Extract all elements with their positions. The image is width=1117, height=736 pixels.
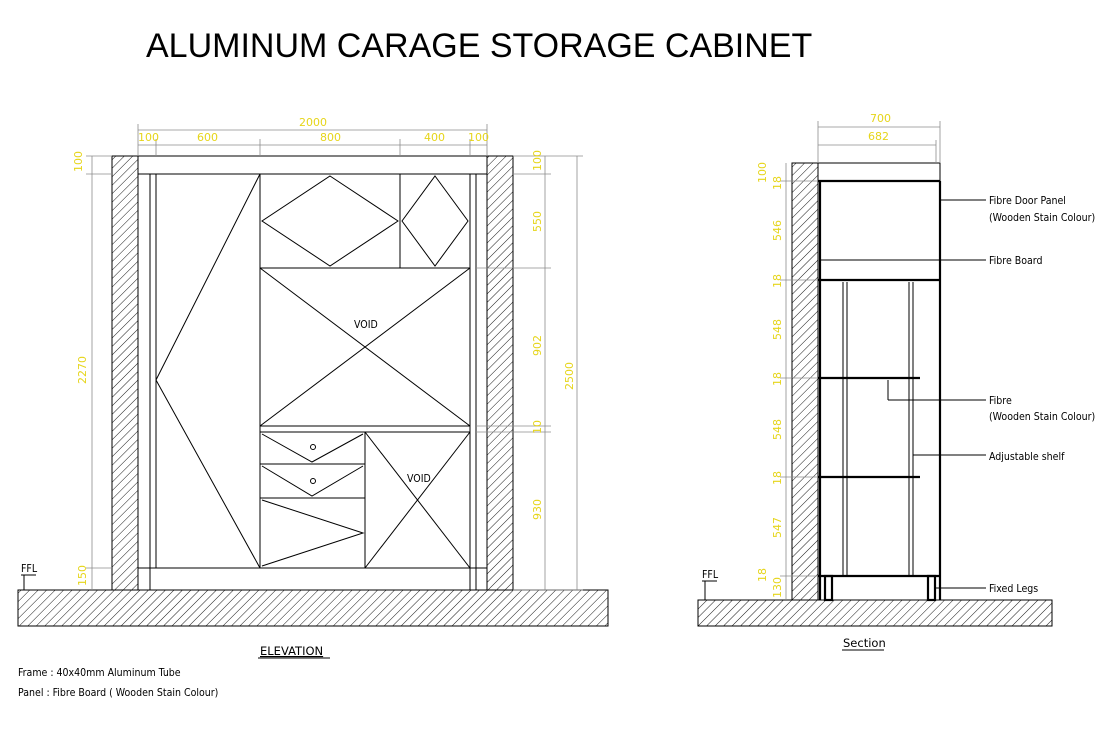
dim-left-bottom: 150 xyxy=(76,565,89,586)
dim-top-4: 400 xyxy=(424,131,445,144)
section-left-dimensions: 100 18 546 18 548 18 548 18 547 18 130 xyxy=(756,162,818,600)
section-dim-5: 548 xyxy=(771,319,784,340)
section-caption: Section xyxy=(843,636,886,650)
elevation-top-dimensions: 2000 100 600 800 400 100 xyxy=(137,116,489,156)
section-dim-overall-width: 700 xyxy=(870,112,891,125)
section-dim-1: 100 xyxy=(756,162,769,183)
elevation-ffl-marker: FFL xyxy=(21,563,38,590)
section-dim-9: 547 xyxy=(771,517,784,538)
section-dim-inner-width: 682 xyxy=(868,130,889,143)
callout-adjustable-shelf: Adjustable shelf xyxy=(989,451,1065,463)
dim-top-3: 800 xyxy=(320,131,341,144)
void-label-lower: VOID xyxy=(407,473,431,485)
section-wall xyxy=(791,162,819,601)
callout-fibre-door-panel: Fibre Door Panel xyxy=(989,195,1066,207)
section-dim-7: 548 xyxy=(771,419,784,440)
dim-overall-width: 2000 xyxy=(299,116,327,129)
void-label-middle: VOID xyxy=(354,319,378,331)
dim-top-5: 100 xyxy=(468,131,489,144)
dim-right-1: 100 xyxy=(531,150,544,171)
section-floor-slab xyxy=(697,599,1053,627)
section-ffl-label: FFL xyxy=(702,569,719,581)
dim-right-overall: 2500 xyxy=(563,362,576,390)
lower-drawers xyxy=(260,431,470,568)
callout-fibre-note: (Wooden Stain Colour) xyxy=(989,411,1095,423)
section-callouts: Fibre Door Panel (Wooden Stain Colour) F… xyxy=(821,195,1095,595)
section-dim-4: 18 xyxy=(771,274,784,288)
section-dim-11: 130 xyxy=(771,577,784,598)
section-leg-left xyxy=(823,574,834,602)
section-leg-right xyxy=(926,574,937,602)
cabinet-frame xyxy=(137,155,488,591)
section-cabinet-box xyxy=(817,162,941,601)
dim-top-2: 600 xyxy=(197,131,218,144)
dim-right-5: 930 xyxy=(531,499,544,520)
elevation-view: VOID VOID xyxy=(17,116,609,659)
elevation-right-wall xyxy=(486,155,514,591)
section-ffl-marker: FFL xyxy=(702,569,719,600)
callout-fibre-board: Fibre Board xyxy=(989,255,1043,267)
elevation-right-dimensions: 100 550 902 10 930 2500 xyxy=(476,150,583,591)
left-door-panel xyxy=(155,173,261,569)
dim-right-2: 550 xyxy=(531,211,544,232)
section-dim-6: 18 xyxy=(771,372,784,386)
callout-fixed-legs: Fixed Legs xyxy=(989,583,1038,595)
elevation-ffl-label: FFL xyxy=(21,563,38,575)
note-panel: Panel : Fibre Board ( Wooden Stain Colou… xyxy=(18,687,218,699)
elevation-floor-slab xyxy=(17,589,609,627)
section-dim-8: 18 xyxy=(771,471,784,485)
section-view: 700 682 100 18 546 18 548 18 548 18 547 … xyxy=(697,112,1095,651)
dim-left-height: 2270 xyxy=(76,356,89,384)
void-panel-middle: VOID xyxy=(259,267,471,427)
section-dim-3: 546 xyxy=(771,220,784,241)
dim-right-4: 10 xyxy=(531,420,544,434)
elevation-left-dimensions: 100 2270 150 xyxy=(72,151,112,590)
dim-left-top: 100 xyxy=(72,151,85,172)
dim-right-3: 902 xyxy=(531,335,544,356)
void-panel-lower: VOID xyxy=(364,431,471,569)
top-diamond-panels xyxy=(260,174,470,269)
callout-fibre-door-panel-note: (Wooden Stain Colour) xyxy=(989,212,1095,224)
dim-top-1: 100 xyxy=(138,131,159,144)
elevation-left-wall xyxy=(111,155,139,591)
note-frame: Frame : 40x40mm Aluminum Tube xyxy=(18,667,181,679)
elevation-caption: ELEVATION xyxy=(260,644,323,658)
section-top-dimensions: 700 682 xyxy=(817,112,941,163)
notes-block: Frame : 40x40mm Aluminum Tube Panel : Fi… xyxy=(18,667,218,699)
section-dim-2: 18 xyxy=(771,176,784,190)
callout-fibre: Fibre xyxy=(989,395,1012,407)
drawing-title: ALUMINUM CARAGE STORAGE CABINET xyxy=(146,27,812,65)
section-dim-10: 18 xyxy=(756,568,769,582)
